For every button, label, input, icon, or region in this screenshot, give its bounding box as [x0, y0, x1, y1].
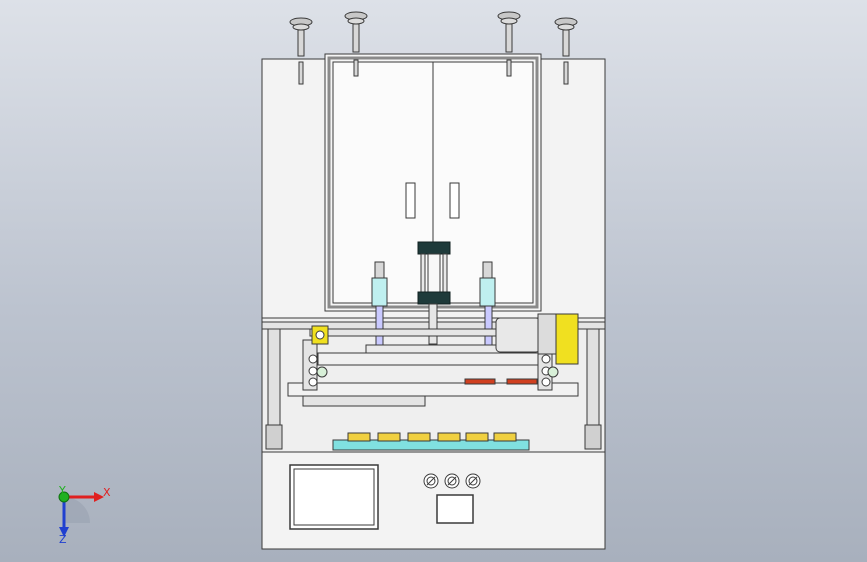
left-column-foot	[265, 424, 283, 450]
lower-base-bar	[287, 382, 579, 397]
bearings	[308, 354, 559, 387]
x-axis-label: X	[103, 486, 111, 499]
left-side-cylinder	[371, 261, 388, 307]
left-door-handle[interactable]	[405, 182, 416, 219]
z-axis-label: Z	[59, 533, 67, 546]
top-knob-1[interactable]	[289, 17, 313, 85]
lower-track	[302, 395, 426, 407]
top-knob-3[interactable]	[497, 11, 521, 77]
push-button[interactable]	[436, 494, 474, 524]
orange-block-1	[464, 378, 496, 385]
control-knob-3[interactable]	[465, 473, 481, 489]
y-axis-label: Y	[59, 484, 66, 497]
display-screen-inner	[293, 468, 375, 526]
display-screen[interactable]	[289, 464, 379, 530]
coordinate-axes-icon	[58, 491, 104, 537]
center-cylinder	[417, 241, 451, 305]
left-side-frame	[302, 339, 318, 391]
long-slide-bar	[317, 352, 541, 366]
connectors	[347, 432, 517, 442]
circuit-board	[332, 439, 530, 451]
control-knob-2[interactable]	[444, 473, 460, 489]
orange-block-2	[506, 378, 538, 385]
right-column-foot	[584, 424, 602, 450]
left-bracket	[311, 325, 329, 345]
left-rod	[375, 305, 384, 347]
right-door-handle[interactable]	[449, 182, 460, 219]
mid-plate	[365, 344, 505, 354]
top-knob-2[interactable]	[344, 11, 368, 77]
motor	[495, 313, 579, 365]
top-knob-4[interactable]	[554, 17, 578, 85]
control-knob-1[interactable]	[423, 473, 439, 489]
right-rod	[484, 305, 493, 347]
center-rod	[428, 303, 438, 345]
